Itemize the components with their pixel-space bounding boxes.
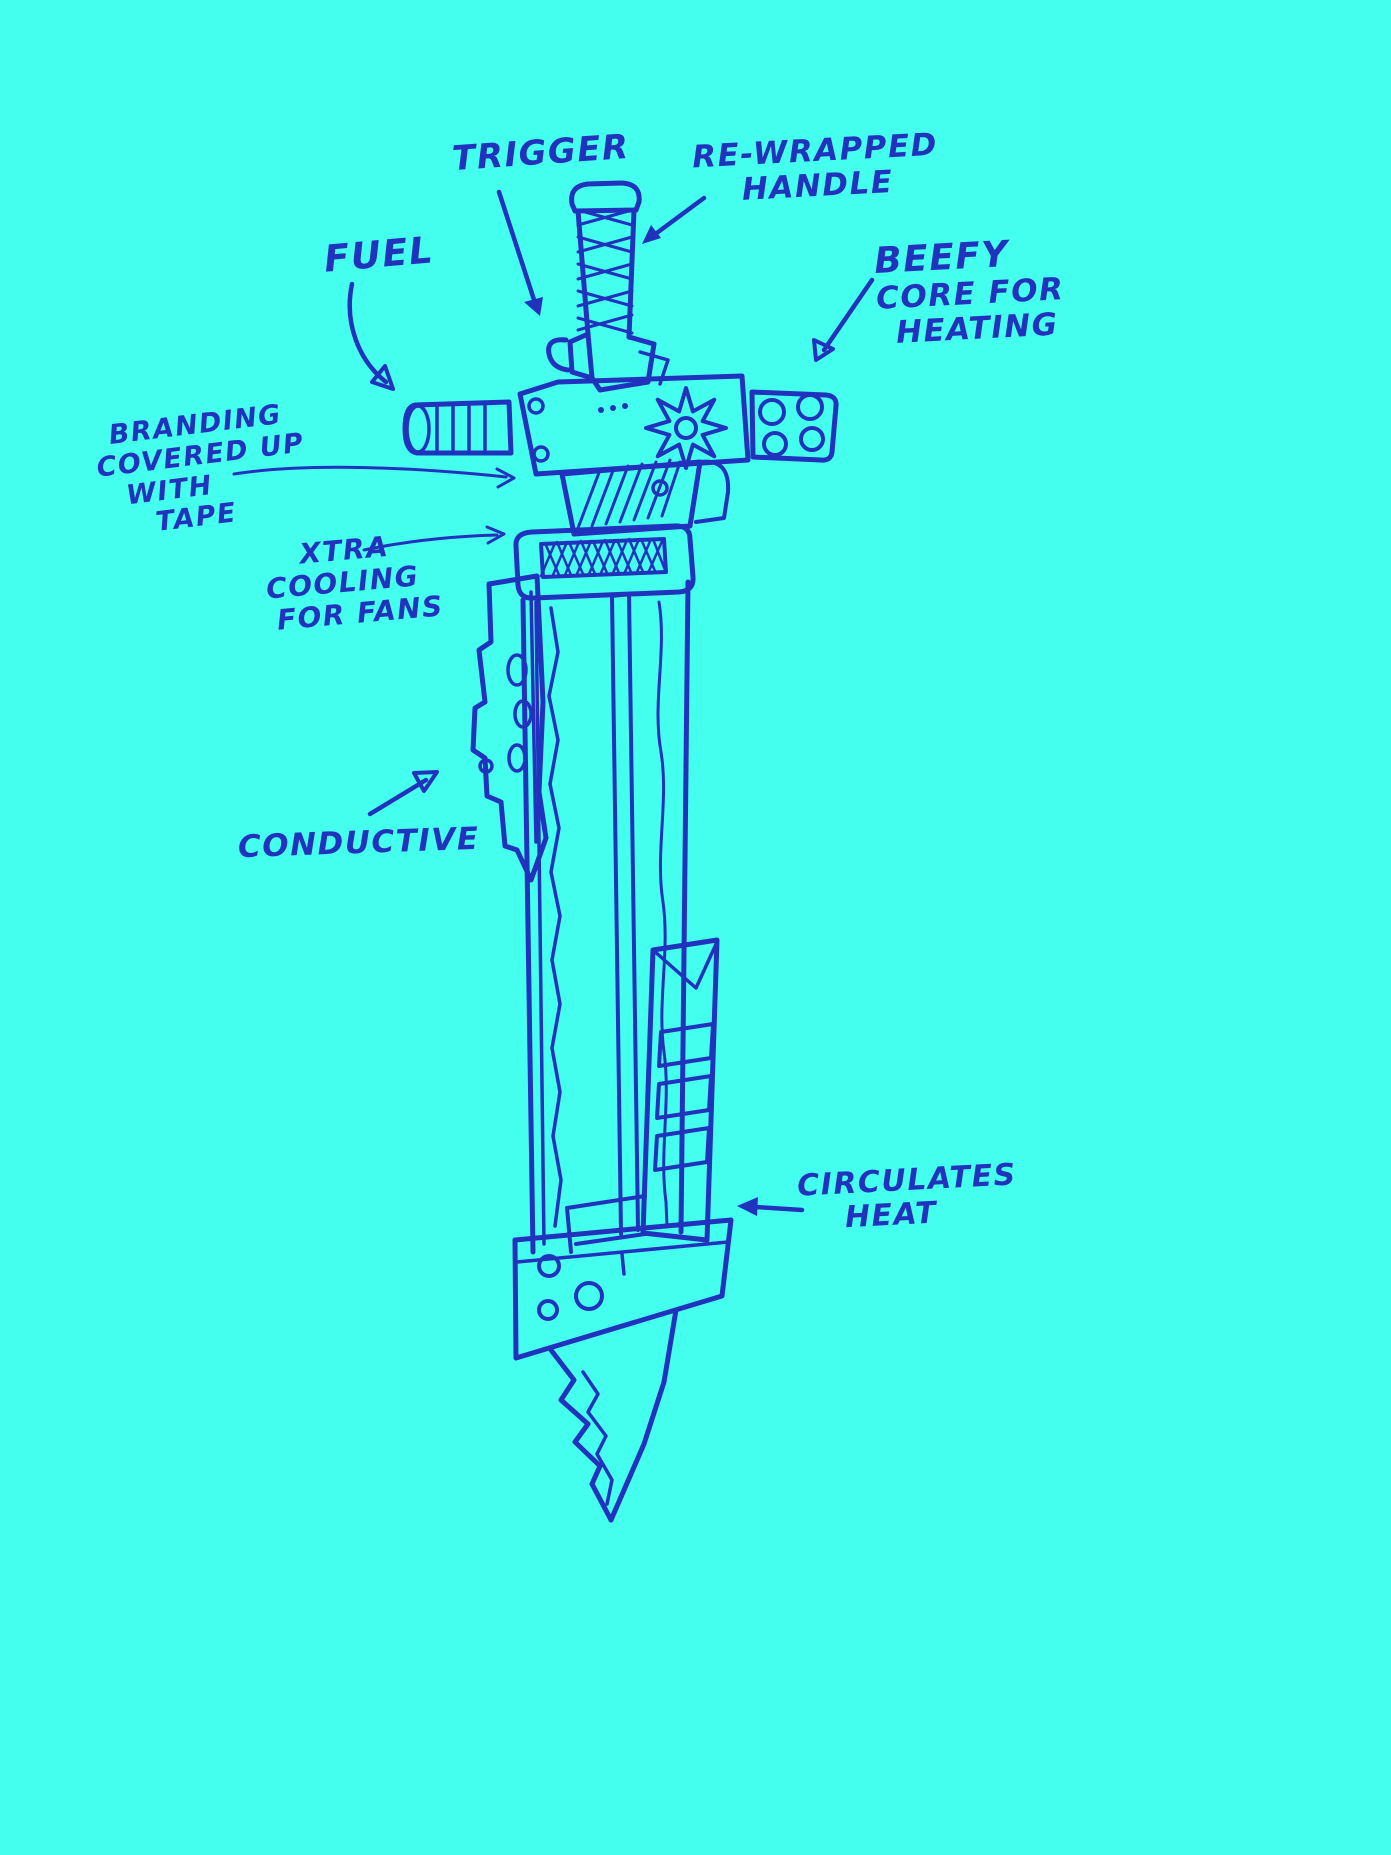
cooling-block [513, 523, 696, 601]
bottom-collar [512, 1217, 734, 1361]
fuel-arrow [347, 281, 395, 391]
cooling-arrow [362, 525, 506, 552]
label-beefy-core: BEEFY CORE FOR HEATING [873, 231, 1067, 352]
conductive-rail [470, 573, 549, 883]
conductive-arrow [367, 770, 439, 817]
beefy-core-arrow [812, 277, 875, 362]
fuel-canister [402, 399, 514, 456]
label-circulates-heat: CIRCULATES HEAT [796, 1157, 1019, 1238]
crossguard [517, 373, 751, 524]
taped-neck [559, 458, 703, 537]
trigger-arrow [496, 189, 543, 316]
heat-panel [565, 937, 720, 1276]
blade [520, 579, 691, 1255]
annotation-arrows [232, 189, 875, 1216]
jagged-tip [548, 1307, 679, 1523]
blade-fuller [610, 592, 640, 1236]
trigger-hook [546, 337, 571, 373]
handle-grip [546, 180, 670, 393]
heating-core [749, 389, 839, 463]
rewrapped-handle-arrow [642, 195, 707, 244]
branding-arrow [232, 465, 516, 489]
circulates-heat-arrow [737, 1197, 805, 1216]
label-xtra-cooling: XTRA COOLING FOR FANS [262, 527, 445, 638]
label-rewrapped-handle: RE-WRAPPED HANDLE [691, 127, 940, 211]
blade-serrated-line [547, 606, 563, 1228]
star-emblem [644, 386, 728, 470]
blade-wavy-line [656, 600, 669, 1228]
label-branding-tape: BRANDING COVERED UP WITH TAPE [91, 398, 313, 546]
